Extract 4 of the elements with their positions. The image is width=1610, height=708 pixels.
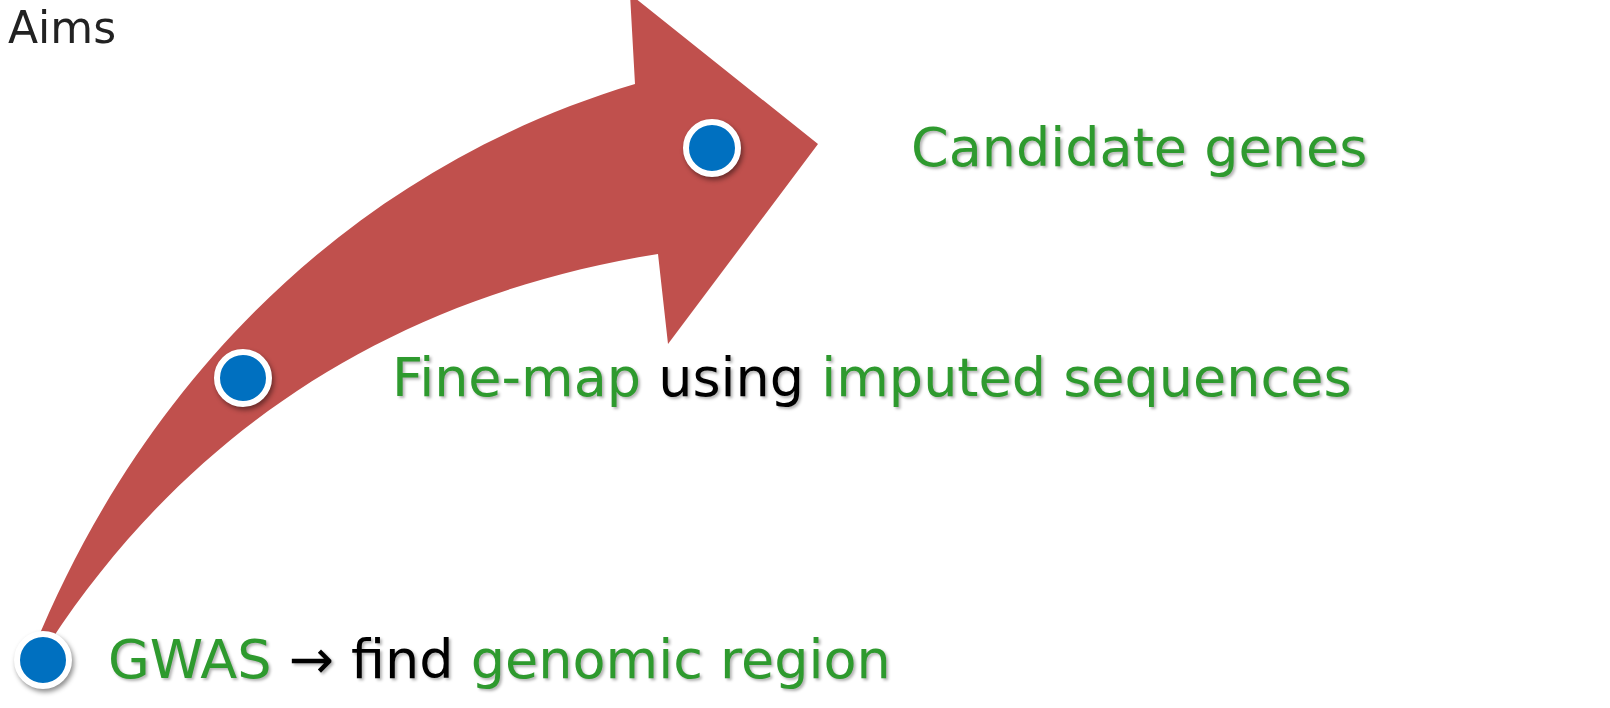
step-text: Candidate genes <box>911 116 1368 179</box>
step-text: Fine-map using imputed sequences <box>392 346 1352 409</box>
slide-title: Aims <box>8 2 117 53</box>
step-text: GWAS → find genomic region <box>108 628 891 691</box>
